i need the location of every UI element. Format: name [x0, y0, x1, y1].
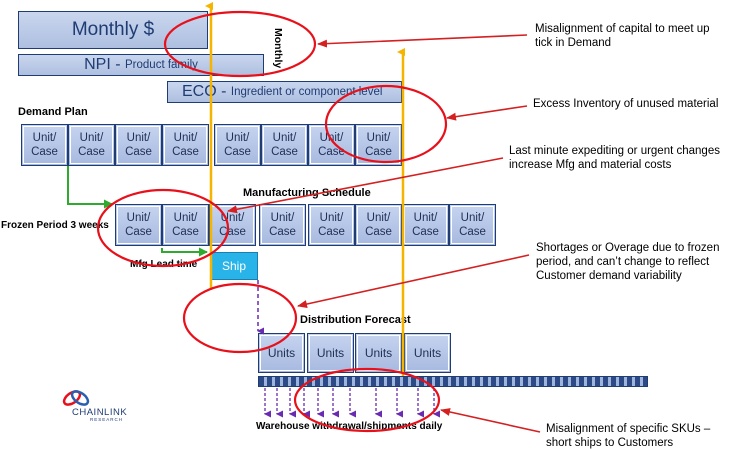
mfg-cell: Unit/ Case: [115, 204, 162, 246]
mfg-cell: Unit/ Case: [259, 204, 306, 246]
demand-cell: Unit/ Case: [261, 124, 308, 166]
mfg-cell: Unit/ Case: [402, 204, 449, 246]
ellipse-excess: [324, 84, 448, 164]
demand-cell: Unit/ Case: [21, 124, 68, 166]
logo-sub: RESEARCH: [90, 417, 124, 422]
mfg-cell: Unit/ Case: [449, 204, 496, 246]
ship-label: Ship: [221, 259, 247, 273]
pointer-expediting: [227, 157, 504, 214]
purple-daily-arrows: [264, 388, 440, 418]
ellipse-shortages: [182, 282, 298, 354]
eco-label: ECO -: [182, 83, 231, 100]
units-cell: Units: [355, 333, 402, 373]
pointer-capital: [317, 34, 528, 48]
ellipse-warehouse: [293, 367, 441, 433]
demand-plan-title: Demand Plan: [18, 106, 88, 118]
pointer-skus: [440, 408, 541, 433]
annotation-excess-inventory: Excess Inventory of unused material: [533, 98, 719, 110]
annotation-capital: Misalignment of capital to meet up tick …: [535, 23, 710, 49]
npi-box: NPI - Product family: [18, 54, 264, 76]
annotation-shortages: Shortages or Overage due to frozen perio…: [536, 242, 720, 282]
monthly-box: Monthly $: [18, 11, 208, 49]
highlight-ellipses: [96, 10, 448, 433]
units-cell: Units: [404, 333, 451, 373]
annotation-misalignment-skus: Misalignment of specific SKUs – short sh…: [546, 423, 711, 449]
pointer-shortages: [297, 254, 530, 308]
pointer-excess: [446, 105, 528, 121]
mfg-cell: Unit/ Case: [162, 204, 209, 246]
annotation-expediting: Last minute expediting or urgent changes…: [509, 145, 720, 171]
chainlink-logo: CHAINLINK RESEARCH: [58, 384, 148, 424]
ship-box: Ship: [210, 252, 258, 280]
ellipse-monthly: [163, 10, 317, 78]
warehouse-label: Warehouse withdrawal/shipments daily: [256, 421, 443, 432]
daily-strip: [258, 376, 648, 387]
frozen-period-label: Frozen Period 3 weeks: [1, 220, 109, 231]
monthly-label: Monthly $: [71, 19, 155, 40]
green-arrow-mfg-to-ship: [161, 247, 208, 257]
npi-label: NPI -: [84, 56, 126, 73]
chainlink-logo-mark: [62, 390, 90, 406]
demand-cell: Unit/ Case: [162, 124, 209, 166]
mfg-cell: Unit/ Case: [355, 204, 402, 246]
demand-cell: Unit/ Case: [308, 124, 355, 166]
monthly-vertical-label: Monthly: [272, 28, 284, 69]
logo-name: CHAINLINK: [72, 407, 128, 418]
mfg-lead-time-label: Mfg Lead time: [130, 259, 198, 270]
eco-sublabel: Ingredient or component level: [230, 86, 383, 98]
mfg-cell: Unit/ Case: [308, 204, 355, 246]
demand-cell: Unit/ Case: [214, 124, 261, 166]
demand-cell: Unit/ Case: [115, 124, 162, 166]
distribution-forecast-title: Distribution Forecast: [300, 314, 411, 326]
demand-cell: Unit/ Case: [68, 124, 115, 166]
ellipse-frozen: [96, 188, 230, 268]
green-arrow-demand-to-frozen: [67, 166, 113, 209]
